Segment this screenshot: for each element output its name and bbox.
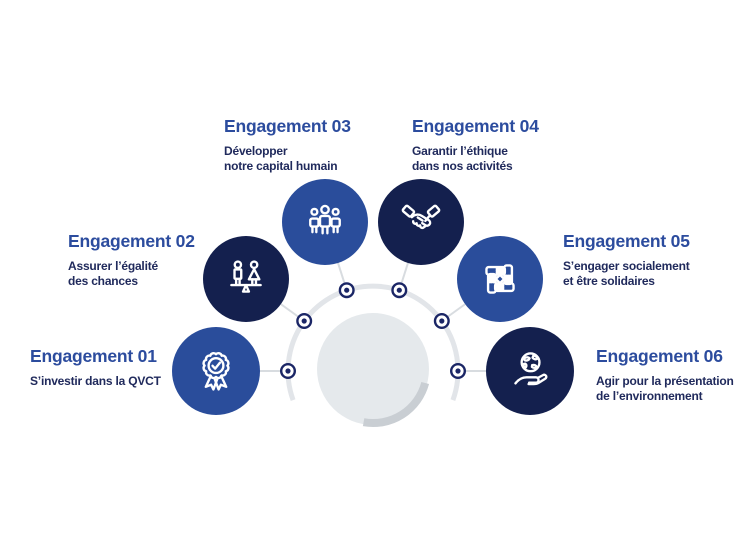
description-line: S’investir dans la QVCT <box>30 374 161 388</box>
node-marker-02 <box>296 313 313 330</box>
engagement-04-label: Engagement 04 Garantir l’éthique dans no… <box>412 117 539 174</box>
engagement-05-label: Engagement 05 S’engager socialement et ê… <box>563 232 690 289</box>
hub-shadow-arc <box>362 381 430 427</box>
engagement-03-circle <box>282 179 368 265</box>
description-line: et être solidaires <box>563 274 655 288</box>
node-marker-06 <box>450 363 467 380</box>
engagement-01-circle <box>172 327 260 415</box>
handshake-icon <box>395 196 447 248</box>
orbit-arc <box>285 283 461 401</box>
engagement-04-circle <box>378 179 464 265</box>
joined-hands-icon <box>474 253 526 305</box>
engagement-06-circle <box>486 327 574 415</box>
engagement-01-description: S’investir dans la QVCT <box>30 374 161 389</box>
description-line: dans nos activités <box>412 159 513 173</box>
engagement-01-label: Engagement 01 S’investir dans la QVCT <box>30 347 161 389</box>
team-icon <box>299 196 351 248</box>
engagement-06-label: Engagement 06 Agir pour la présentation … <box>596 347 734 404</box>
engagement-04-description: Garantir l’éthique dans nos activités <box>412 144 539 174</box>
node-marker-03 <box>338 282 355 299</box>
engagement-06-title: Engagement 06 <box>596 346 723 366</box>
description-line: Développer <box>224 144 288 158</box>
engagement-02-label: Engagement 02 Assurer l’égalité des chan… <box>68 232 195 289</box>
engagement-03-label: Engagement 03 Développer notre capital h… <box>224 117 351 174</box>
engagement-05-title: Engagement 05 <box>563 231 690 251</box>
description-line: Garantir l’éthique <box>412 144 508 158</box>
engagement-02-circle <box>203 236 289 322</box>
description-line: des chances <box>68 274 138 288</box>
hub-circle <box>317 313 429 425</box>
description-line: S’engager socialement <box>563 259 690 273</box>
engagement-06-description: Agir pour la présentation de l’environne… <box>596 374 734 404</box>
description-line: Assurer l’égalité <box>68 259 158 273</box>
engagement-01-title: Engagement 01 <box>30 346 157 366</box>
gender-balance-icon <box>220 253 272 305</box>
award-ribbon-icon <box>190 345 242 397</box>
node-marker-04 <box>391 282 408 299</box>
engagement-04-title: Engagement 04 <box>412 116 539 136</box>
description-line: de l’environnement <box>596 389 703 403</box>
node-marker-05 <box>433 313 450 330</box>
hand-holding-earth-icon <box>504 345 556 397</box>
engagement-02-description: Assurer l’égalité des chances <box>68 259 195 289</box>
engagement-05-circle <box>457 236 543 322</box>
engagement-03-title: Engagement 03 <box>224 116 351 136</box>
description-line: Agir pour la présentation <box>596 374 734 388</box>
engagement-03-description: Développer notre capital humain <box>224 144 351 174</box>
node-marker-01 <box>280 363 297 380</box>
engagement-02-title: Engagement 02 <box>68 231 195 251</box>
description-line: notre capital humain <box>224 159 338 173</box>
engagement-05-description: S’engager socialement et être solidaires <box>563 259 690 289</box>
